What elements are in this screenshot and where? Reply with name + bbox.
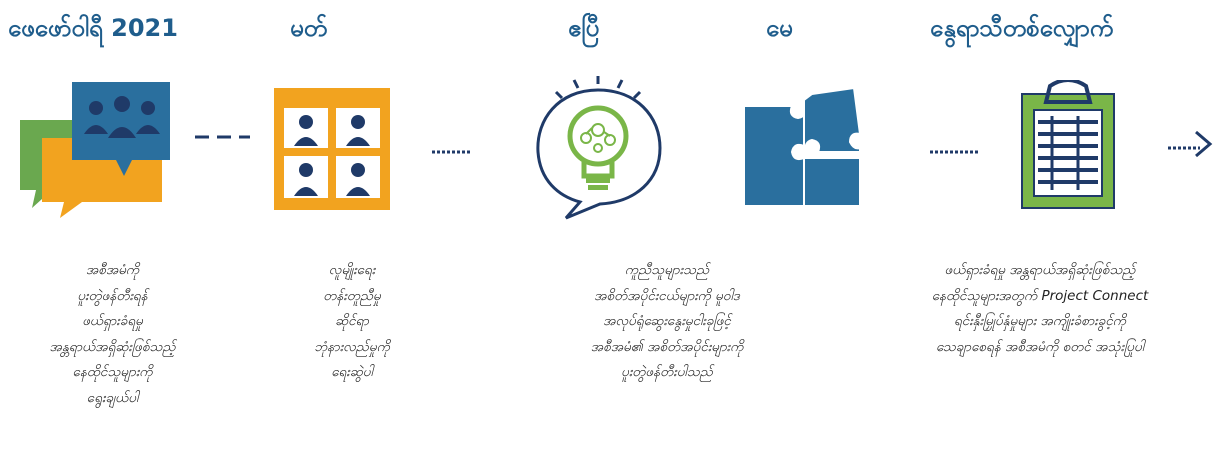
puzzle-pieces-icon (743, 86, 862, 207)
speech-bubbles-people-icon (20, 82, 170, 218)
description-line: ဖယ်ရှားခံရမှု (82, 313, 143, 329)
description-line: ပူးတွဲဖန်တီးရန် (77, 287, 148, 304)
lightbulb-speech-bubble-icon (536, 76, 662, 220)
arrow-connector-4 (1168, 130, 1213, 158)
description-line: အစီအမံ၏ အစိတ်အပိုင်းများကို (590, 338, 744, 355)
description-line: ဆိုင်ရာ (335, 313, 369, 329)
description-line: ရွေးချယ်ပါ (86, 389, 139, 406)
heading-summer: နွေရာသီတစ်လျှောက် (930, 14, 1114, 42)
description-line: နေထိုင်သူများကို (72, 364, 153, 380)
heading-april: ဧပြီ (568, 14, 600, 42)
dotted-connector-2 (432, 150, 472, 154)
description-line: အန္တရာယ်အရှိဆုံးဖြစ်သည့် (49, 338, 176, 355)
heading-march: မတ် (290, 14, 328, 42)
clipboard-checklist-icon (1021, 80, 1115, 209)
description-line: ရင်းနှီးမြှုပ်နှံမှုများ အကျိုးခံစားခွင့… (953, 313, 1127, 329)
description-march: လူမျိုးရေး တန်းတူညီမှု ဆိုင်ရာ ဘုံနားလည်… (262, 258, 442, 386)
description-line: အစီအမံကို (85, 262, 140, 278)
description-line: နေထိုင်သူများအတွက် Project Connect (931, 287, 1149, 304)
description-summer: ဖယ်ရှားခံရမှု အန္တရာယ်အရှိဆုံးဖြစ်သည့် န… (870, 258, 1210, 360)
description-february: အစီအမံကို ပူးတွဲဖန်တီးရန် ဖယ်ရှားခံရမှု … (5, 258, 220, 411)
dotted-connector-3 (930, 150, 980, 154)
description-line: ဘုံနားလည်မှုကို (314, 338, 390, 355)
description-line: ပူးတွဲဖန်တီးပါသည် (621, 364, 713, 380)
heading-february-2021: ဖေဖော်ဝါရီ 2021 (8, 14, 178, 42)
description-line: လူမျိုးရေး (328, 262, 376, 278)
description-line: ကူညီသူများသည် (624, 262, 710, 278)
video-call-grid-icon (274, 88, 390, 210)
description-april: ကူညီသူများသည် အစိတ်အပိုင်းငယ်များကို မူဝ… (512, 258, 822, 386)
description-line: ဖယ်ရှားခံရမှု အန္တရာယ်အရှိဆုံးဖြစ်သည့် (944, 262, 1136, 278)
description-line: ရေးဆွဲပါ (331, 364, 373, 380)
description-line: သေချာစေရန် အစီအမံကို စတင် အသုံးပြုပါ (935, 338, 1145, 355)
description-line: အလုပ်ရုံဆွေးနွေးမှုငါးခုဖြင့် (603, 313, 731, 329)
heading-may: မေ (766, 14, 793, 42)
description-line: တန်းတူညီမှု (323, 287, 381, 304)
description-line: အစိတ်အပိုင်းငယ်များကို မူဝါဒ (594, 287, 740, 304)
dashed-connector-1 (195, 135, 250, 139)
